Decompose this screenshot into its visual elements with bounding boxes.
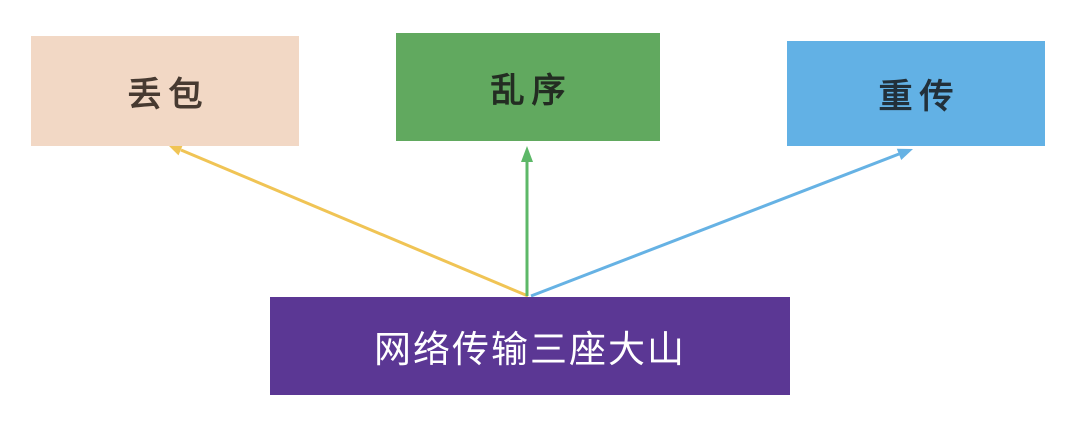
arrow-to-retransmission-head bbox=[896, 148, 913, 160]
node-retransmission: 重传 bbox=[787, 41, 1045, 146]
arrow-to-retransmission-line bbox=[530, 152, 900, 298]
node-out-of-order: 乱序 bbox=[396, 33, 660, 141]
arrow-to-packet-loss bbox=[167, 144, 529, 298]
arrow-to-retransmission bbox=[530, 148, 913, 298]
arrow-to-packet-loss-line bbox=[180, 148, 529, 298]
arrow-to-out-of-order-head bbox=[521, 146, 533, 162]
node-packet-loss-label: 丢包 bbox=[127, 76, 210, 114]
node-main: 网络传输三座大山 bbox=[270, 297, 790, 395]
node-main-label: 网络传输三座大山 bbox=[374, 329, 686, 370]
node-out-of-order-label: 乱序 bbox=[490, 72, 573, 110]
node-packet-loss: 丢包 bbox=[31, 36, 299, 146]
arrow-to-out-of-order bbox=[521, 146, 533, 296]
node-retransmission-label: 重传 bbox=[878, 79, 961, 116]
